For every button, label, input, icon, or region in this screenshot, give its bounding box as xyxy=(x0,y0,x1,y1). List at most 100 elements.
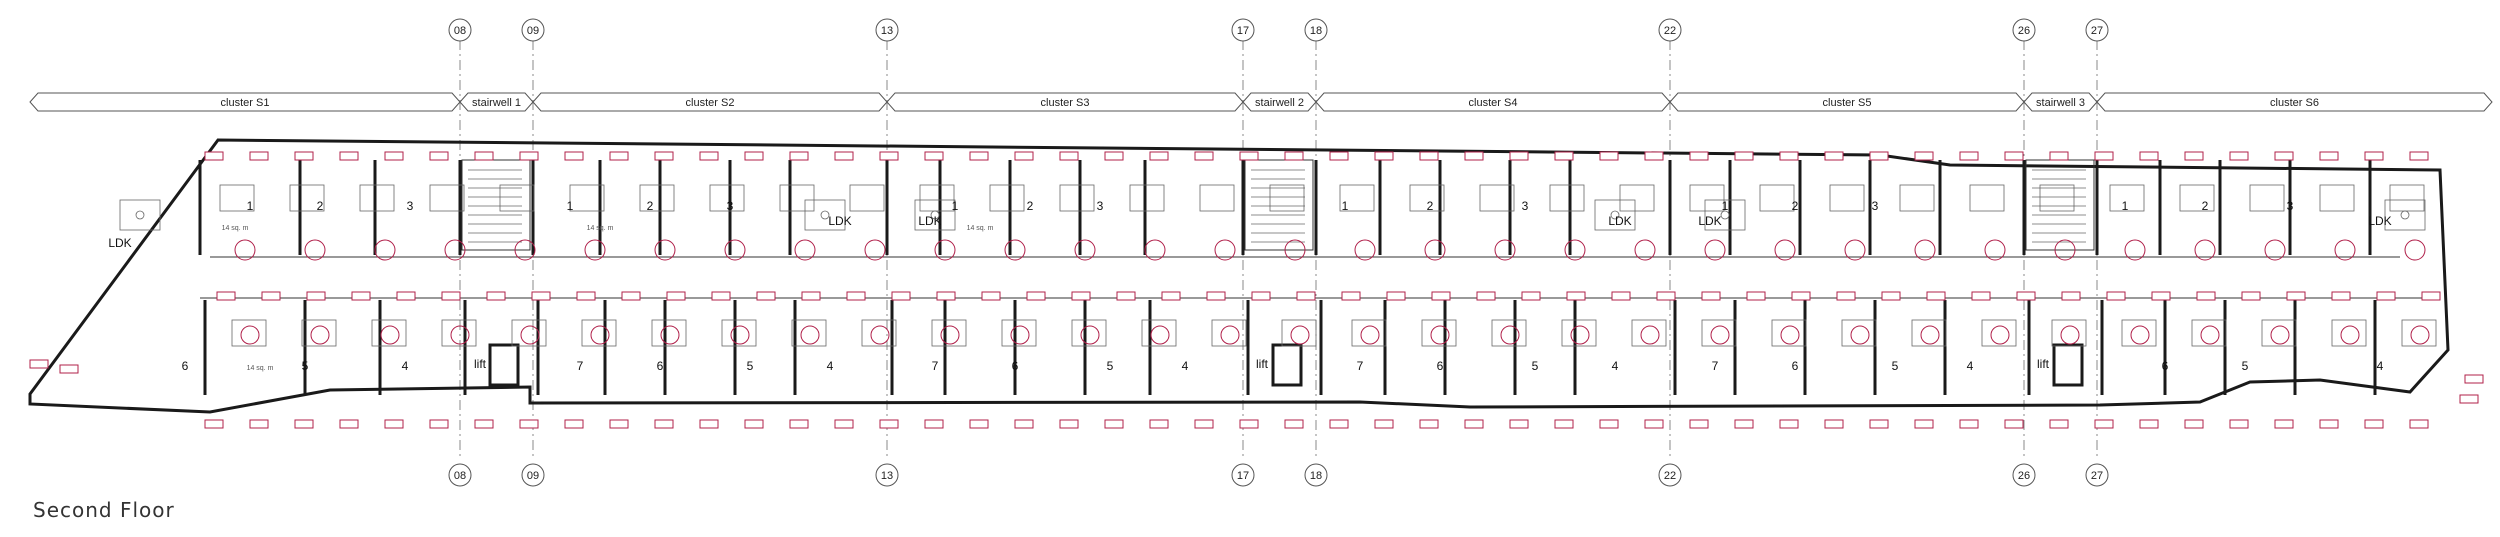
washbasin xyxy=(240,325,260,345)
room-tag xyxy=(789,419,809,429)
chair xyxy=(1720,210,1730,220)
room-number: 1 xyxy=(1342,199,1349,213)
room-number: 6 xyxy=(2162,359,2169,373)
room-tag xyxy=(1566,291,1586,301)
room-tag xyxy=(1914,151,1934,161)
room-tag xyxy=(801,291,821,301)
room-tag xyxy=(1419,151,1439,161)
room-tag xyxy=(1611,291,1631,301)
bed xyxy=(2319,184,2355,212)
grid-label: 09 xyxy=(527,470,539,482)
bed xyxy=(1619,184,1655,212)
lift-shaft xyxy=(488,343,520,387)
room-number: 5 xyxy=(1107,359,1114,373)
room-tag xyxy=(1869,151,1889,161)
grid-label: 18 xyxy=(1310,470,1322,482)
room-tag xyxy=(2139,151,2159,161)
room-number: 4 xyxy=(1612,359,1619,373)
grid-label: 08 xyxy=(454,25,466,37)
room-tag xyxy=(351,291,371,301)
room-tag xyxy=(936,291,956,301)
room-tag xyxy=(1791,291,1811,301)
washbasin xyxy=(514,239,536,261)
washbasin xyxy=(2054,239,2076,261)
washbasin xyxy=(380,325,400,345)
room-tag xyxy=(1014,151,1034,161)
room-tag xyxy=(396,291,416,301)
dining-table xyxy=(2384,199,2426,231)
room-tag xyxy=(2376,291,2396,301)
room-tag xyxy=(1476,291,1496,301)
grid-bubble xyxy=(1304,18,1328,42)
room-number: 3 xyxy=(407,199,414,213)
room-tag xyxy=(1779,151,1799,161)
room-tag xyxy=(1239,419,1259,429)
room-tag xyxy=(1026,291,1046,301)
room-tag xyxy=(1521,291,1541,301)
room-tag xyxy=(2364,419,2384,429)
washbasin xyxy=(2270,325,2290,345)
room-tag xyxy=(564,151,584,161)
room-tag xyxy=(1419,419,1439,429)
bed xyxy=(1211,319,1247,347)
room-tag xyxy=(216,291,236,301)
room-number: 3 xyxy=(2287,199,2294,213)
washbasin xyxy=(1704,239,1726,261)
ldk-label: LDK xyxy=(918,214,941,228)
grid-label: 18 xyxy=(1310,25,1322,37)
cluster-band-label: stairwell 3 xyxy=(2036,97,2085,109)
room-tag xyxy=(1161,291,1181,301)
bed xyxy=(779,184,815,212)
washbasin xyxy=(1220,325,1240,345)
ldk-label: LDK xyxy=(1608,214,1631,228)
room-number: 5 xyxy=(747,359,754,373)
room-tag xyxy=(1374,151,1394,161)
grid-label: 17 xyxy=(1237,470,1249,482)
room-tag xyxy=(1194,419,1214,429)
room-tag xyxy=(699,419,719,429)
stair-core xyxy=(1244,159,1314,251)
room-tag xyxy=(1689,151,1709,161)
washbasin xyxy=(304,239,326,261)
room-tag xyxy=(261,291,281,301)
room-tag xyxy=(1059,151,1079,161)
room-tag xyxy=(339,419,359,429)
room-tag xyxy=(474,419,494,429)
room-tag xyxy=(204,151,224,161)
room-tag xyxy=(2409,419,2429,429)
room-tag xyxy=(2094,151,2114,161)
room-tag xyxy=(519,419,539,429)
room-tag xyxy=(441,291,461,301)
washbasin xyxy=(1780,325,1800,345)
grid-bubble xyxy=(1304,463,1328,487)
bed xyxy=(2249,184,2285,212)
room-number: 6 xyxy=(657,359,664,373)
washbasin xyxy=(1430,325,1450,345)
grid-label: 13 xyxy=(881,470,893,482)
bed xyxy=(371,319,407,347)
room-tag xyxy=(1869,419,1889,429)
room-tag xyxy=(666,291,686,301)
room-number: 5 xyxy=(2242,359,2249,373)
room-tag xyxy=(891,291,911,301)
washbasin xyxy=(2264,239,2286,261)
room-number: 6 xyxy=(1437,359,1444,373)
bed xyxy=(441,319,477,347)
stair-core xyxy=(461,159,531,251)
room-tag xyxy=(1779,419,1799,429)
grid-label: 17 xyxy=(1237,25,1249,37)
washbasin xyxy=(654,239,676,261)
chair xyxy=(1610,210,1620,220)
grid-bubble xyxy=(875,463,899,487)
room-tag xyxy=(486,291,506,301)
bed xyxy=(1829,184,1865,212)
room-tag xyxy=(2151,291,2171,301)
bed xyxy=(1841,319,1877,347)
grid-label: 27 xyxy=(2091,470,2103,482)
room-tag xyxy=(1104,151,1124,161)
dining-table xyxy=(804,199,846,231)
room-tag xyxy=(1296,291,1316,301)
cluster-band-label: cluster S2 xyxy=(686,97,735,109)
building-outline xyxy=(28,138,2450,414)
